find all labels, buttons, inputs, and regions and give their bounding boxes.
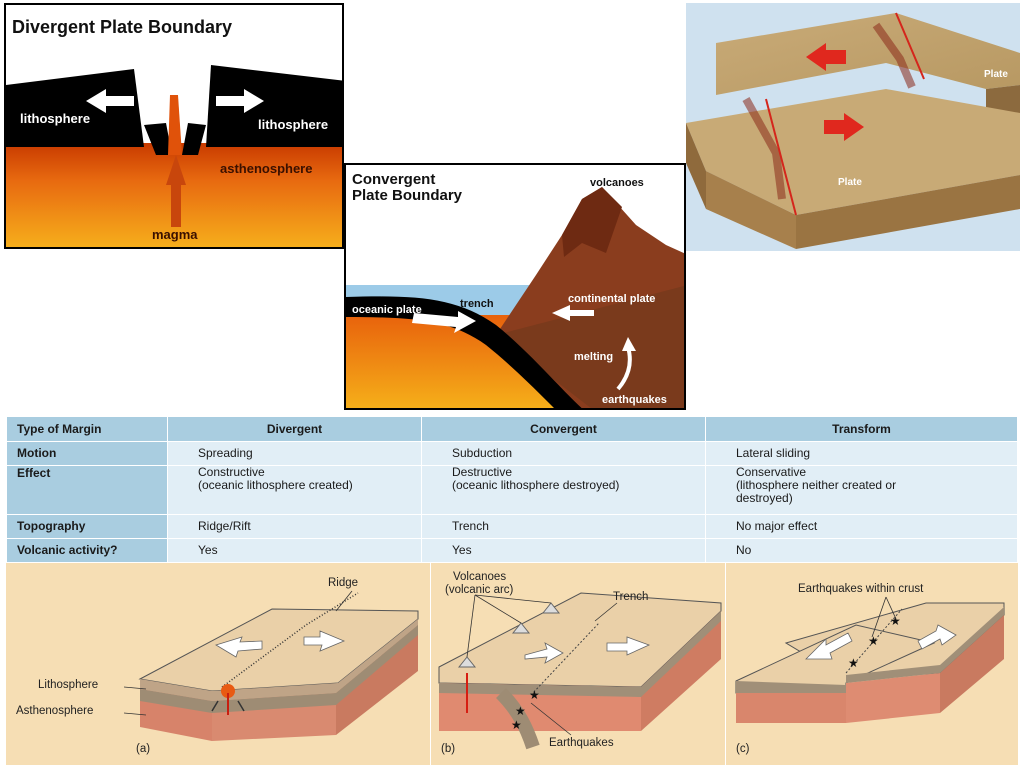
cell-motion-transform: Lateral sliding	[705, 441, 1018, 466]
row-label-volcanic: Volcanic activity?	[6, 538, 168, 563]
transform-boundary-panel: Plate Plate	[686, 3, 1020, 251]
melting-label: melting	[574, 351, 614, 363]
effect-transform-line2: (lithosphere neither created or	[736, 478, 897, 492]
diagram-a-divergent: Ridge Lithosphere Asthenosphere (a)	[6, 563, 431, 765]
effect-divergent-line2: (oceanic lithosphere created)	[198, 478, 353, 492]
plate-label-top: Plate	[984, 69, 1008, 80]
volcanoes-label: volcanoes	[590, 177, 644, 189]
header-convergent: Convergent	[421, 416, 706, 442]
diagram-b-block: ★ ★ ★	[438, 592, 722, 750]
svg-text:★: ★	[511, 718, 522, 732]
header-divergent: Divergent	[167, 416, 422, 442]
table-row-motion: Motion Spreading Subduction Lateral slid…	[6, 441, 1018, 466]
convergent-boundary-panel: Convergent Plate Boundary volcanoes tren…	[344, 163, 686, 410]
diagram-c-transform: ★ ★ ★ Earthquakes within crust (c)	[726, 563, 1018, 765]
cell-topography-convergent: Trench	[421, 514, 706, 539]
volcanoes-line2-label: (volcanic arc)	[445, 584, 514, 596]
asthenosphere-label: asthenosphere	[220, 161, 313, 176]
convergent-title-line1: Convergent	[352, 171, 436, 188]
continental-plate-label: continental plate	[568, 293, 656, 305]
plate-margin-table: Type of Margin Divergent Convergent Tran…	[6, 416, 1018, 563]
cell-effect-divergent: Constructive (oceanic lithosphere create…	[167, 465, 422, 515]
earthquakes-within-crust-label: Earthquakes within crust	[798, 583, 924, 595]
cell-motion-convergent: Subduction	[421, 441, 706, 466]
asthenosphere-diagram-label: Asthenosphere	[16, 705, 94, 717]
divergent-title: Divergent Plate Boundary	[12, 17, 233, 37]
right-lithosphere-label: lithosphere	[258, 117, 329, 132]
trench-diagram-label: Trench	[613, 591, 649, 603]
cell-topography-divergent: Ridge/Rift	[167, 514, 422, 539]
divergent-boundary-illustration	[6, 65, 342, 247]
header-type-of-margin: Type of Margin	[6, 416, 168, 442]
left-lithosphere-label: lithosphere	[20, 111, 91, 126]
caption-c: (c)	[736, 743, 750, 755]
table-row-volcanic: Volcanic activity? Yes Yes No	[6, 538, 1018, 563]
caption-b: (b)	[441, 743, 456, 755]
svg-text:★: ★	[515, 704, 526, 718]
diagram-a-block	[123, 590, 419, 741]
ridge-label: Ridge	[328, 577, 359, 589]
oceanic-plate-label: oceanic plate	[352, 304, 422, 316]
svg-text:★: ★	[848, 656, 859, 670]
magma-label: magma	[152, 227, 198, 242]
svg-text:★: ★	[868, 634, 879, 648]
effect-transform-line3: destroyed)	[736, 491, 793, 505]
cell-volcanic-convergent: Yes	[421, 538, 706, 563]
svg-text:★: ★	[890, 614, 901, 628]
earthquakes-diagram-label: Earthquakes	[549, 737, 614, 749]
row-label-motion: Motion	[6, 441, 168, 466]
transform-block-illustration	[686, 12, 1020, 249]
effect-divergent-line1: Constructive	[198, 465, 265, 479]
divergent-boundary-panel: Divergent Plate Boundary lithosphere lit…	[4, 3, 344, 249]
table-header-row: Type of Margin Divergent Convergent Tran…	[6, 416, 1018, 442]
convergent-boundary-illustration	[346, 187, 684, 408]
cell-volcanic-divergent: Yes	[167, 538, 422, 563]
table-row-topography: Topography Ridge/Rift Trench No major ef…	[6, 514, 1018, 539]
effect-convergent-line2: (oceanic lithosphere destroyed)	[452, 478, 620, 492]
cell-effect-transform: Conservative (lithosphere neither create…	[705, 465, 1018, 515]
volcanoes-line1-label: Volcanoes	[453, 571, 507, 583]
svg-text:★: ★	[529, 688, 540, 702]
row-label-effect: Effect	[6, 465, 168, 515]
plate-label-bottom: Plate	[838, 177, 862, 188]
row-label-topography: Topography	[6, 514, 168, 539]
cell-volcanic-transform: No	[705, 538, 1018, 563]
cell-effect-convergent: Destructive (oceanic lithosphere destroy…	[421, 465, 706, 515]
lithosphere-label: Lithosphere	[38, 679, 99, 691]
convergent-title-line2: Plate Boundary	[352, 187, 463, 204]
diagram-b-convergent: ★ ★ ★ Volcanoes (volcanic arc) Trench Ea…	[431, 563, 726, 765]
header-transform: Transform	[705, 416, 1018, 442]
caption-a: (a)	[136, 743, 151, 755]
cell-motion-divergent: Spreading	[167, 441, 422, 466]
earthquakes-label: earthquakes	[602, 394, 667, 406]
diagram-c-block: ★ ★ ★	[735, 596, 1005, 723]
trench-label: trench	[460, 298, 494, 310]
table-row-effect: Effect Constructive (oceanic lithosphere…	[6, 465, 1018, 515]
cell-topography-transform: No major effect	[705, 514, 1018, 539]
effect-transform-line1: Conservative	[736, 465, 807, 479]
effect-convergent-line1: Destructive	[452, 465, 513, 479]
